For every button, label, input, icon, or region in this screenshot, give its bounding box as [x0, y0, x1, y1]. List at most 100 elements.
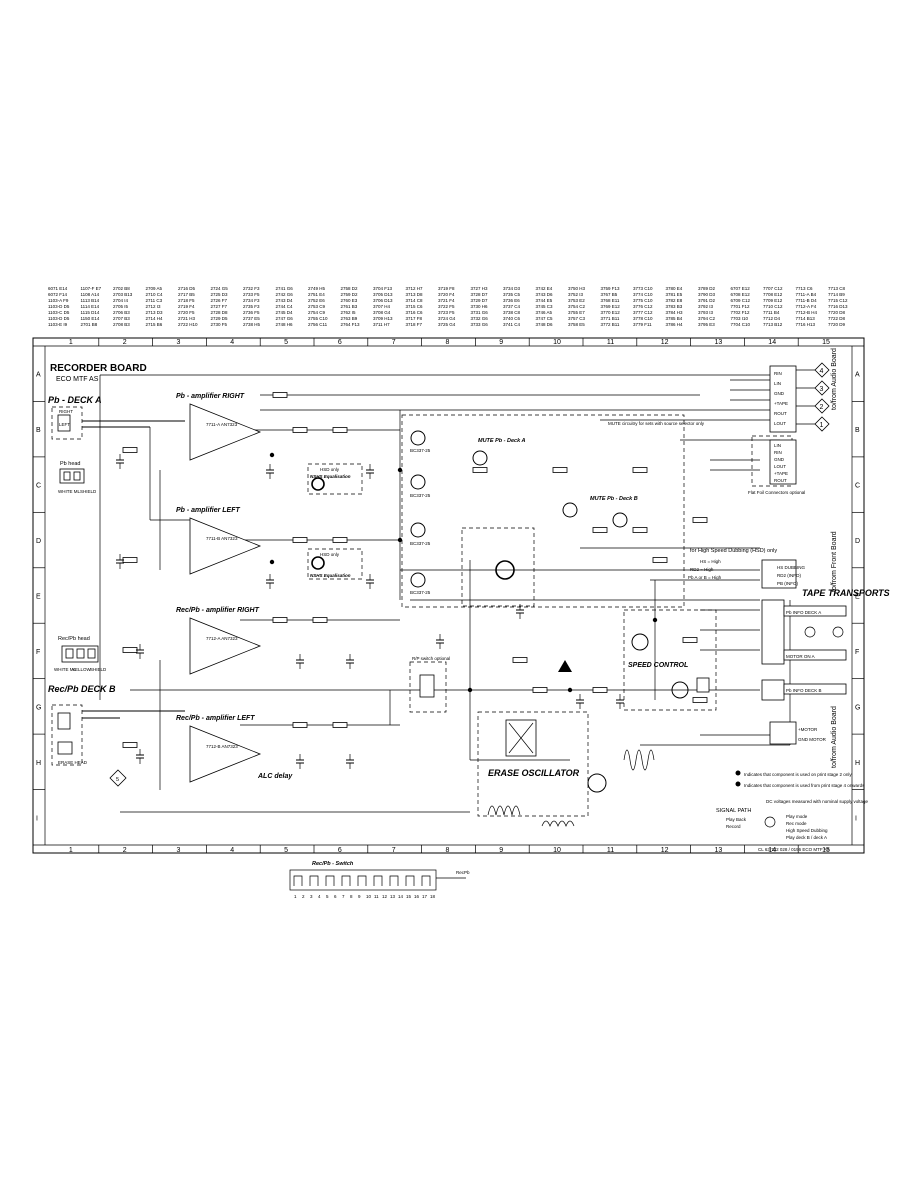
hsd-section: for High Speed Dubbing (HSD) only HS = H…: [461, 527, 777, 607]
index-entry: 2734 F3: [243, 298, 260, 303]
nshs-eq-2: HSD only NSHS Equalisation: [307, 548, 363, 580]
index-entry: 7702 F12: [731, 310, 751, 315]
recpb-head-white-ml: WHITE ML: [54, 667, 76, 672]
connector-pin-label: RIN: [774, 450, 782, 455]
index-entry: 2705 I5: [113, 304, 129, 309]
legend-title: SIGNAL PATH: [716, 808, 751, 814]
index-entry: 1115 D14: [81, 310, 100, 315]
connector-pin-label: GND: [774, 391, 785, 396]
index-entry: 7714 B13: [796, 316, 816, 321]
index-entry: 7711 B4: [763, 310, 780, 315]
column-number-bottom: 14: [768, 847, 776, 854]
index-entry: 3775 C10: [633, 298, 653, 303]
index-entry: 3707 H4: [373, 304, 391, 309]
index-entry: 2743 D4: [276, 298, 294, 303]
row-letter-right: D: [855, 538, 860, 545]
index-entry: 2711 C3: [146, 298, 163, 303]
index-entry: 3742 E4: [536, 286, 553, 291]
gnd-motor-pin: GND MOTOR: [798, 737, 827, 742]
hsd-only-1: HSD only: [320, 467, 340, 472]
connector-pin-label: LIN: [774, 443, 781, 448]
index-entry: 1113 B14: [81, 298, 100, 303]
switch-pin-number: 6: [334, 894, 337, 899]
index-entry: 3752 I3: [568, 292, 584, 297]
amp-recpb-right-label: Rec/Pb - amplifier RIGHT: [176, 607, 260, 614]
index-entry: 3741 C4: [503, 322, 521, 327]
index-entry: 3771 B11: [601, 316, 620, 321]
row-letter-left: G: [36, 704, 41, 711]
junction-dot: [269, 452, 275, 458]
index-entry: 2717 B5: [178, 292, 195, 297]
switch-pin-number: 1: [294, 894, 297, 899]
index-entry: 3712 H7: [406, 286, 424, 291]
switch-pin-number: 18: [430, 894, 436, 899]
resistor-symbol: [652, 557, 668, 563]
index-entry: 2744 C4: [276, 304, 294, 309]
column-number-top: 10: [553, 339, 561, 346]
connector-number-marker: [814, 380, 830, 396]
index-entry: 2727 F7: [211, 304, 228, 309]
index-entry: 7722 D8: [828, 316, 846, 321]
pb-deck-a-label: Pb - DECK A: [48, 395, 102, 405]
row-letter-right: H: [855, 760, 860, 767]
hsd-note: for High Speed Dubbing (HSD) only: [690, 548, 777, 554]
index-entry: 7720 D9: [828, 322, 846, 327]
index-entry: 7712 D4: [763, 316, 781, 321]
index-entry: 3709 H13: [373, 316, 393, 321]
legend-dot-note-1: Indicates that component is used on prin…: [744, 772, 852, 777]
ic-recpb-right: 7712-A AN7323: [206, 636, 238, 641]
index-entry: 2741 G6: [276, 286, 294, 291]
switch-pin-number: 11: [374, 894, 379, 899]
column-number-bottom: 9: [499, 847, 503, 854]
resistor-symbol: [472, 467, 488, 473]
index-entry: 7711-A B4: [796, 292, 817, 297]
resistor-symbol: [272, 392, 288, 398]
legend-mode-v: Play mode: [786, 814, 808, 819]
index-entry: 2764 F13: [341, 322, 361, 327]
index-entry: 2762 I5: [341, 310, 357, 315]
head-left-label: LEFT: [59, 422, 70, 427]
column-number-bottom: 10: [553, 847, 561, 854]
index-entry: 2712 I3: [146, 304, 162, 309]
index-entry: 3759 F13: [601, 286, 621, 291]
head-right-label: RIGHT: [59, 409, 73, 414]
index-entry: 2742 G6: [276, 292, 294, 297]
index-entry: 2702 B8: [113, 286, 130, 291]
index-entry: 3705 D13: [373, 292, 393, 297]
index-entry: 6708 E12: [731, 292, 751, 297]
index-entry: 3791 D2: [698, 298, 716, 303]
legend-mode-r: Rec mode: [786, 821, 807, 826]
index-entry: 3708 G4: [373, 310, 391, 315]
junction-dot: [397, 537, 403, 543]
row-letter-left: D: [36, 538, 41, 545]
index-entry: 2728 D8: [211, 310, 229, 315]
row-letter-left: I: [36, 815, 38, 822]
switch-pin-number: 2: [302, 894, 305, 899]
index-entry: 3790 D3: [698, 292, 716, 297]
index-entry: 3713 D8: [406, 292, 424, 297]
index-entry: 2709 A5: [146, 286, 163, 291]
wiring: [82, 374, 791, 813]
recpb-deck-b-label: Rec/Pb DECK B: [48, 684, 116, 694]
column-number-top: 12: [661, 339, 669, 346]
nshs-eq-1-label: NSHS Equalisation: [310, 474, 351, 479]
index-entry: 6072 F14: [48, 292, 68, 297]
switch-pin-number: 5: [326, 894, 329, 899]
index-entry: 3721 F4: [438, 298, 455, 303]
index-entry: 2708 B3: [113, 322, 130, 327]
pb-head-shield: SHIELD: [80, 489, 97, 494]
index-entry: 1150 E14: [81, 316, 100, 321]
mute-pb-deck-b-label: MUTE Pb - Deck B: [590, 496, 638, 502]
index-entry: 3720 F4: [438, 292, 455, 297]
index-entry: 3792 I3: [698, 304, 714, 309]
rp-switch-optional: R/P switch optional: [409, 656, 450, 713]
junction-dot: [567, 687, 573, 693]
index-entry: 7703 I10: [731, 316, 749, 321]
resistor-symbol: [122, 647, 138, 653]
junction-dot: [652, 617, 658, 623]
index-entry: 7714 B9: [828, 292, 845, 297]
column-number-top: 4: [230, 339, 234, 346]
